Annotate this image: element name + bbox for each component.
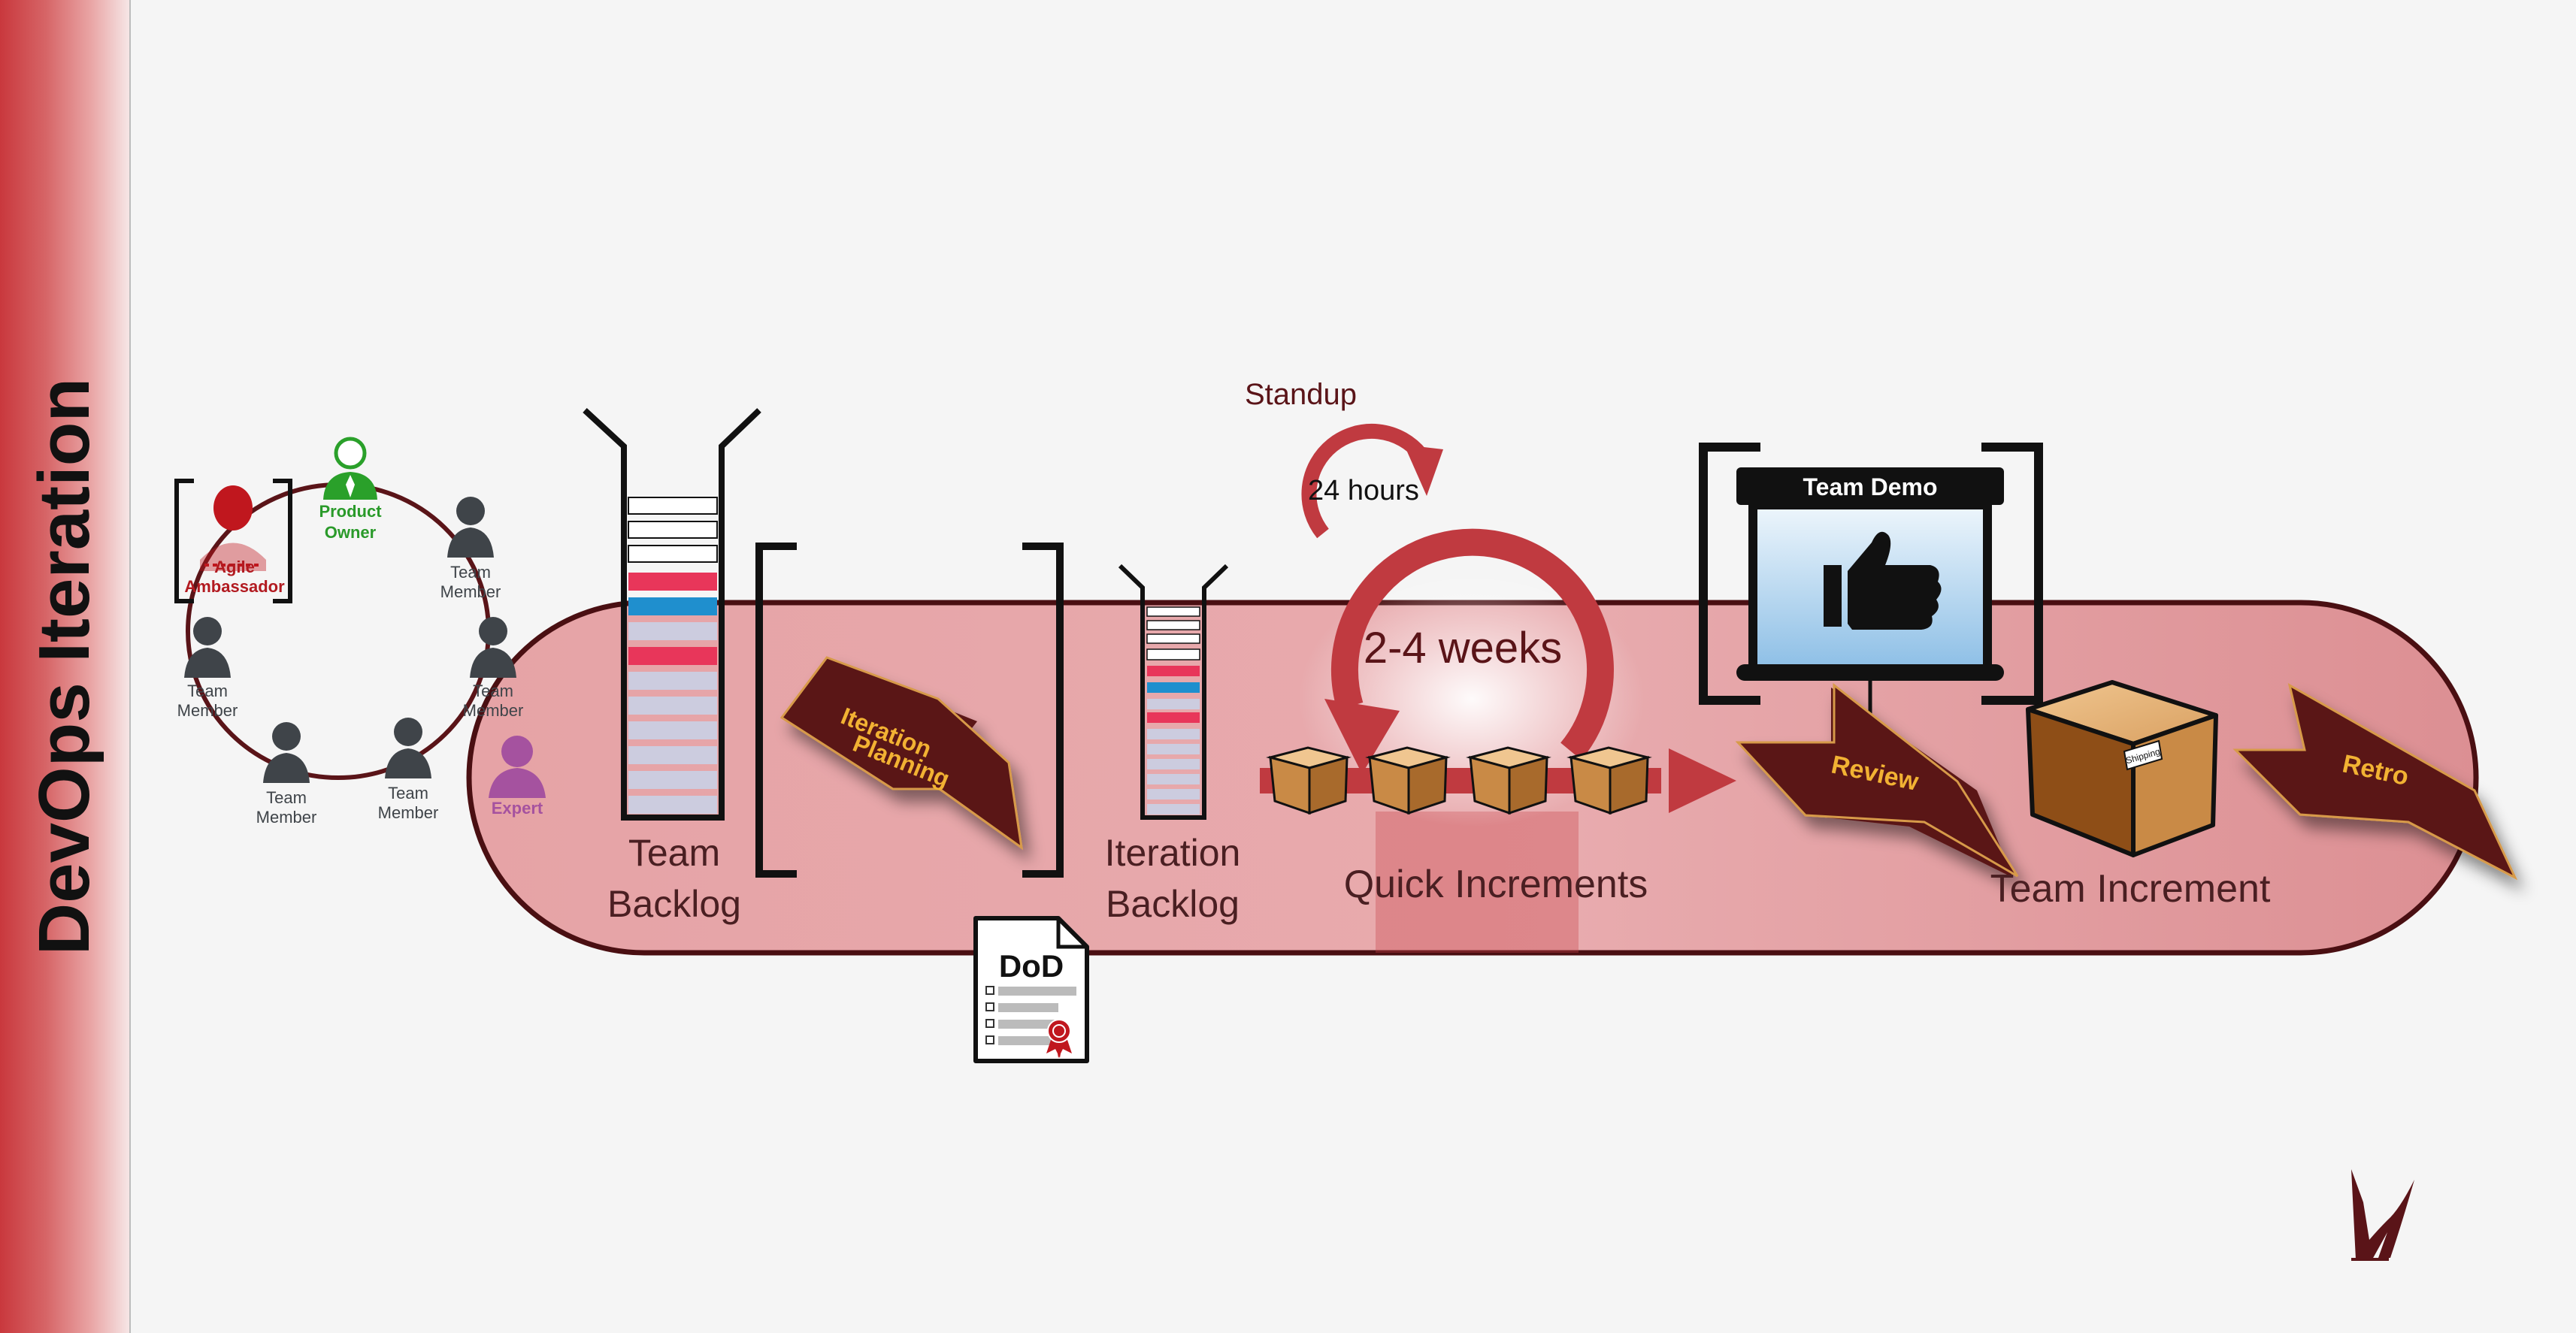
increment-box — [1365, 746, 1451, 815]
team-backlog-stack — [583, 408, 761, 821]
person-icon — [184, 617, 231, 678]
iteration-planning: Iteration Planning — [755, 543, 1064, 878]
iteration-backlog-label-line2: Backlog — [1106, 883, 1240, 925]
expert: Expert — [489, 736, 546, 818]
member-label-line1: Team — [266, 788, 307, 807]
team-member-2: Team Member — [463, 617, 524, 720]
iteration-backlog: Iteration Backlog — [1105, 564, 1241, 925]
agile-ambassador: Agile Ambassador — [174, 479, 292, 603]
iteration-backlog-stack — [1118, 564, 1229, 820]
review-step: Review — [1735, 682, 2019, 878]
iteration-loop-arrowhead — [1324, 699, 1400, 774]
team-backlog-label-line2: Backlog — [607, 883, 741, 925]
person-icon — [263, 722, 310, 783]
quick-increments-label: Quick Increments — [1344, 863, 1648, 906]
shipping-box-icon: Shipping — [2026, 680, 2218, 857]
iteration-cycle: Standup 24 hours 2-4 weeks — [1245, 378, 1736, 906]
expert-label: Expert — [492, 799, 543, 818]
product-owner: Product Owner — [319, 437, 382, 542]
agile-team: Agile Ambassador Product Owner Te — [174, 437, 546, 827]
team-backlog: Team Backlog — [583, 408, 761, 925]
checklist-lines — [985, 986, 1076, 1045]
standup-label: Standup — [1245, 378, 1357, 411]
iteration-length-label: 2-4 weeks — [1364, 624, 1562, 673]
retro-arrow — [2232, 683, 2518, 881]
team-backlog-label-line1: Team — [628, 832, 720, 874]
expert-icon — [489, 736, 546, 798]
member-label-line1: Team — [388, 784, 428, 803]
increment-box — [1266, 746, 1352, 815]
review-arrow — [1735, 682, 2019, 878]
ambassador-icon — [200, 485, 266, 571]
dod-label: DoD — [999, 948, 1064, 984]
retro-step: Retro — [2232, 683, 2518, 881]
team-member-3: Team Member — [177, 617, 238, 720]
product-owner-label-line2: Owner — [325, 523, 377, 542]
person-icon — [470, 617, 516, 678]
increment-box — [1566, 746, 1652, 815]
increments-conveyor — [1260, 746, 1736, 815]
projector-screen: Team Demo — [1736, 467, 2004, 730]
iteration-backlog-label-line1: Iteration — [1105, 832, 1241, 874]
standup-loop: Standup 24 hours — [1245, 378, 1443, 539]
iteration-loop: 2-4 weeks — [1324, 528, 1614, 774]
member-label-line2: Member — [440, 582, 501, 601]
person-icon — [385, 718, 431, 778]
member-label-line2: Member — [177, 701, 238, 720]
increment-box — [1466, 746, 1551, 815]
team-member-5: Team Member — [378, 718, 439, 822]
brand-logo-icon — [2351, 1169, 2414, 1261]
team-member-4: Team Member — [256, 722, 317, 827]
team-demo-title: Team Demo — [1803, 473, 1937, 500]
product-owner-icon — [323, 437, 377, 500]
team-increment-label: Team Increment — [1990, 867, 2271, 911]
award-seal-icon — [1046, 1019, 1072, 1058]
member-label-line2: Member — [256, 808, 317, 827]
team-increment: Shipping Team Increment — [1990, 680, 2271, 911]
sidebar-banner: DevOps Iteration — [0, 0, 131, 1333]
standup-arrowhead — [1404, 445, 1443, 496]
standup-duration-label: 24 hours — [1308, 475, 1419, 506]
team-member-1: Team Member — [440, 497, 501, 601]
thumbs-up-icon — [1824, 531, 1942, 630]
member-label-line2: Member — [463, 701, 524, 720]
product-owner-label-line1: Product — [319, 502, 382, 521]
member-label-line2: Member — [378, 803, 439, 822]
member-label-line1: Team — [473, 682, 513, 700]
iteration-planning-arrow — [779, 656, 1024, 851]
dod-document: DoD — [973, 916, 1089, 1063]
member-label-line1: Team — [187, 682, 228, 700]
team-demo: Team Demo — [1699, 443, 2043, 730]
ambassador-label-line2: Ambassador — [184, 577, 285, 596]
member-label-line1: Team — [450, 563, 491, 582]
person-icon — [447, 497, 494, 558]
conveyor-arrowhead — [1669, 748, 1736, 813]
ambassador-label-line1: Agile — [214, 558, 255, 576]
